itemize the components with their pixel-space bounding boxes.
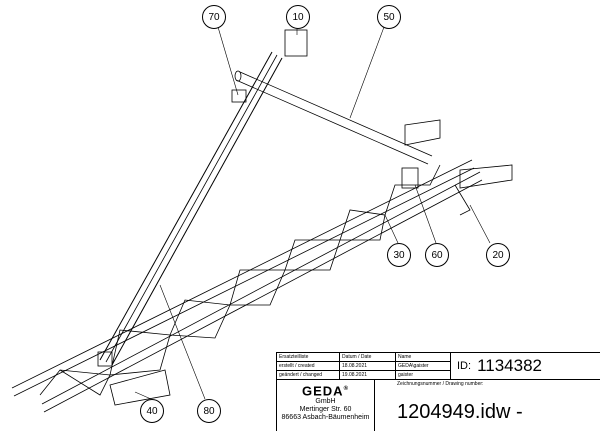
callout-70: 70 [202, 5, 226, 29]
callout-10: 10 [286, 5, 310, 29]
changed-name: gaister [396, 371, 451, 380]
drawing-number: 1204949.idw - [397, 401, 523, 423]
support-pole [97, 51, 283, 367]
drawing-number-label: Zeichnungsnummer / Drawing number: [397, 381, 484, 387]
changed-date: 19.08.2021 [340, 371, 396, 380]
geda-logo: GEDA [302, 383, 344, 399]
callout-20: 20 [486, 243, 510, 267]
changed-label: geändert / changed [277, 371, 340, 380]
part-70-clamp [231, 89, 247, 103]
part-bracket-upper [404, 119, 441, 146]
callout-50: 50 [377, 5, 401, 29]
part-20-bracket [454, 164, 513, 216]
callout-60: 60 [425, 243, 449, 267]
callout-80: 80 [197, 399, 221, 423]
part-60-clamp [401, 167, 419, 189]
created-date: 18.08.2021 [340, 362, 396, 371]
title-block: Ersatzteilliste Datum / Date Name erstel… [276, 352, 600, 431]
registered-mark: ® [343, 386, 349, 392]
callout-40: 40 [140, 399, 164, 423]
header-parts-list: Ersatzteilliste [277, 353, 340, 362]
id-value: 1134382 [477, 356, 542, 375]
created-label: erstellt / created [277, 362, 340, 371]
callout-30: 30 [387, 243, 411, 267]
created-name: GEDA\gaister [396, 362, 451, 371]
company-city: 86663 Asbach-Bäumenheim [281, 414, 370, 422]
part-10-plate [284, 29, 308, 57]
company-cell: GEDA® GmbH Mertinger Str. 60 86663 Asbac… [277, 380, 375, 431]
header-name: Name [396, 353, 451, 362]
part-40-clamp [109, 369, 171, 406]
header-date: Datum / Date [340, 353, 396, 362]
drawing-number-cell: Zeichnungsnummer / Drawing number: 12049… [375, 380, 600, 431]
company-type: GmbH [315, 398, 336, 406]
leader-lines [134, 26, 491, 400]
id-label: ID: [457, 359, 472, 372]
ladder [11, 159, 483, 413]
horizontal-tube [234, 70, 433, 165]
company-street: Mertinger Str. 60 [299, 406, 352, 414]
id-cell: ID: 1134382 [451, 353, 600, 380]
